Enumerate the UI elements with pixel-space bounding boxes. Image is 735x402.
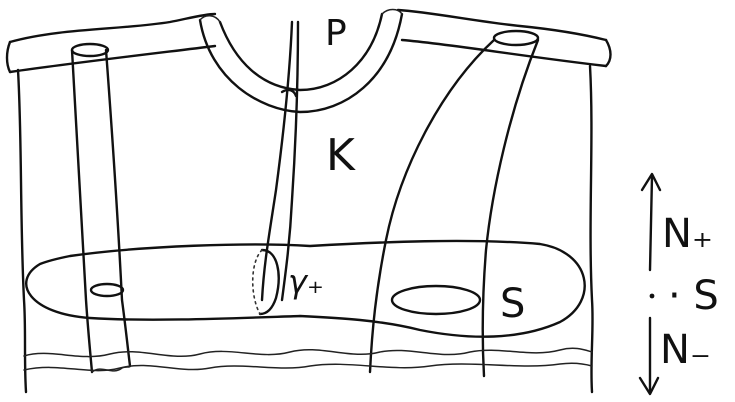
right-tube-top-hole — [494, 31, 538, 45]
right-tube-middle-hole — [392, 286, 480, 314]
bottom-wavy-edge — [24, 348, 592, 356]
gamma-plus-back — [253, 250, 262, 314]
label-n-plus: N₊ — [662, 214, 713, 254]
p-outer-arc — [200, 14, 402, 112]
top-boundary-curve — [10, 10, 606, 42]
p-inner-arc — [220, 14, 382, 90]
label-s-surface: S — [500, 284, 525, 324]
left-tube-left-side — [72, 50, 92, 372]
left-tube-top-hole — [72, 44, 108, 56]
left-tube-middle-hole — [91, 284, 123, 296]
center-strand-knot — [282, 90, 296, 96]
right-wall — [590, 66, 593, 392]
top-left-cap — [7, 42, 10, 72]
label-k: K — [326, 134, 355, 178]
right-tube-left-side — [370, 40, 494, 372]
label-s-axis: · S — [668, 276, 719, 316]
bottom-wavy-edge-2 — [24, 363, 592, 370]
label-gamma-plus: γ₊ — [288, 266, 324, 298]
label-p: P — [325, 16, 347, 52]
left-wall — [18, 70, 26, 392]
axis-up-arrow-line — [650, 176, 652, 270]
label-n-minus: N₋ — [660, 330, 711, 370]
axis-s-dot — [650, 294, 655, 299]
top-right-cap — [606, 40, 611, 66]
p-left-cap — [200, 16, 220, 22]
